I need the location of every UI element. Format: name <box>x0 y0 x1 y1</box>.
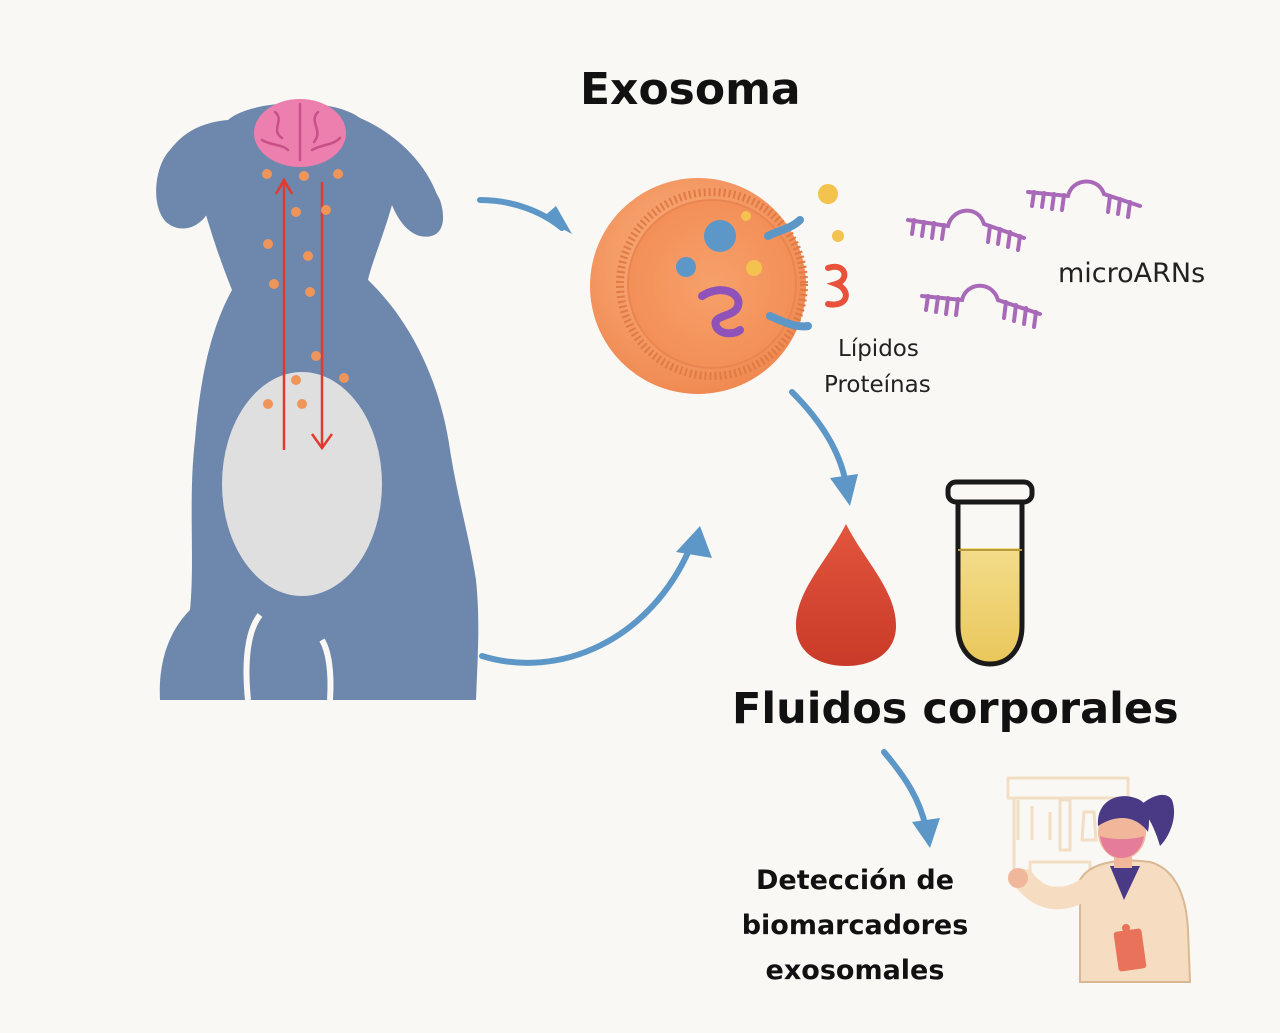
brain-icon <box>254 99 346 167</box>
arrow-dog-to-fluids <box>479 545 693 666</box>
exosome-title: Exosoma <box>580 64 801 115</box>
detection-line-2: biomarcadores <box>741 910 969 941</box>
scientist-illustration <box>1008 794 1192 983</box>
detection-line-3: exosomales <box>765 955 945 986</box>
arrow-fluids-to-detection <box>881 749 929 831</box>
flow-arrows <box>477 197 940 848</box>
blood-drop-icon <box>796 524 896 666</box>
particle-dots <box>262 169 349 409</box>
proteins-label: Proteínas <box>824 372 931 398</box>
abdomen-oval <box>222 372 382 596</box>
lipid-dots <box>818 184 844 242</box>
microrna-icons <box>906 179 1142 329</box>
urine-test-tube-icon <box>945 479 1035 667</box>
arrow-exosome-to-fluids <box>789 389 849 487</box>
lipids-label: Lípidos <box>838 336 919 362</box>
protein-squiggle-icon <box>825 263 849 308</box>
detection-caption: Detección de biomarcadores exosomales <box>735 858 975 993</box>
detection-line-1: Detección de <box>755 865 955 896</box>
exosome-icon <box>590 178 812 394</box>
brain-gut-arrows <box>274 177 334 451</box>
microrna-label: microARNs <box>1058 258 1206 289</box>
body-fluids-title: Fluidos corporales <box>732 684 1179 734</box>
